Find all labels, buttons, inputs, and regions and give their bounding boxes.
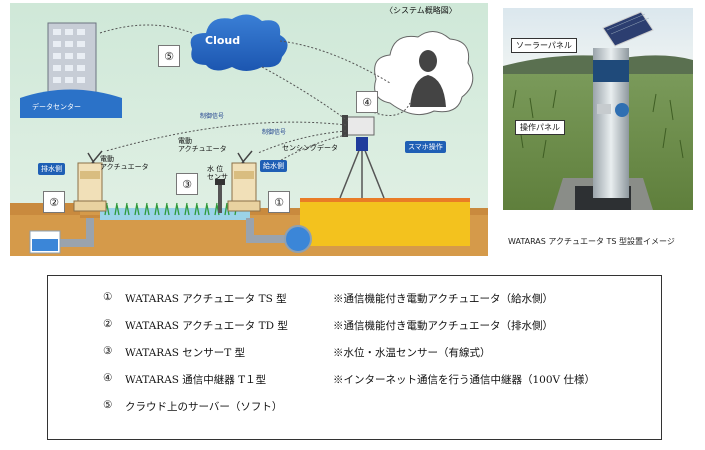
diagram-artwork bbox=[10, 3, 488, 256]
legend-name: WATARAS 通信中継器 T１型 bbox=[125, 374, 267, 386]
photo-caption: WATARAS アクチュエータ TS 型設置イメージ bbox=[508, 237, 675, 246]
legend-name: クラウド上のサーバー（ソフト） bbox=[125, 401, 283, 413]
smartphone-label: スマホ操作 bbox=[405, 141, 446, 153]
legend-number: ④ bbox=[103, 372, 113, 384]
actuator-left-label: 電動 アクチュエータ bbox=[100, 155, 149, 171]
legend-note: ※インターネット通信を行う通信中継器（100V 仕様） bbox=[333, 374, 595, 386]
control-signal-left: 制御信号 bbox=[200, 113, 225, 120]
marker-2: ② bbox=[43, 191, 65, 213]
diagram-title: 〈システム概略図〉 bbox=[385, 6, 457, 15]
legend-name: WATARAS センサーT 型 bbox=[125, 347, 246, 359]
legend-name: WATARAS アクチュエータ TS 型 bbox=[125, 293, 287, 305]
legend-number: ③ bbox=[103, 345, 113, 357]
supply-side-badge: 給水側 bbox=[260, 160, 287, 172]
legend-name: WATARAS アクチュエータ TD 型 bbox=[125, 320, 288, 332]
actuator-right-label: 電動 アクチュエータ bbox=[178, 137, 227, 153]
system-diagram: 〈システム概略図〉 Cloud データセンター スマホ操作 制御信号 制御信号 … bbox=[10, 3, 488, 256]
photo-artwork bbox=[503, 8, 693, 210]
legend-number: ② bbox=[103, 318, 113, 330]
solar-panel-label: ソーラーパネル bbox=[511, 38, 577, 53]
legend-note: ※通信機能付き電動アクチュエータ（給水側） bbox=[333, 293, 553, 305]
installation-photo: ソーラーパネル 操作パネル bbox=[503, 8, 693, 210]
drain-side-badge: 排水側 bbox=[38, 163, 65, 175]
legend-box: ① WATARAS アクチュエータ TS 型 ※通信機能付き電動アクチュエータ（… bbox=[47, 275, 662, 440]
legend-number: ⑤ bbox=[103, 399, 113, 411]
legend-number: ① bbox=[103, 291, 113, 303]
legend-note: ※通信機能付き電動アクチュエータ（排水側） bbox=[333, 320, 553, 332]
sensing-data-label: センシングデータ bbox=[282, 144, 338, 152]
cloud-label: Cloud bbox=[205, 34, 241, 47]
legend-note: ※水位・水温センサー（有線式） bbox=[333, 347, 491, 359]
control-signal-right: 制御信号 bbox=[262, 129, 287, 136]
data-center-label: データセンター bbox=[32, 103, 81, 111]
water-level-sensor-label: 水 位 センサ bbox=[207, 165, 228, 181]
marker-1: ① bbox=[268, 191, 290, 213]
marker-5: ⑤ bbox=[158, 45, 180, 67]
marker-4: ④ bbox=[356, 91, 378, 113]
marker-3: ③ bbox=[176, 173, 198, 195]
operation-panel-label: 操作パネル bbox=[515, 120, 565, 135]
